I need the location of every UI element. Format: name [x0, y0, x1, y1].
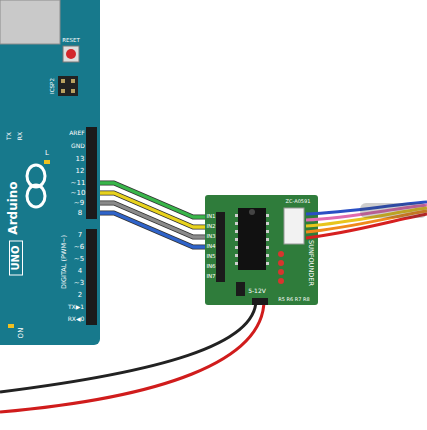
board-model: UNO	[9, 241, 23, 276]
label: L	[45, 150, 49, 157]
pin-number: 12	[76, 168, 85, 175]
jumper-wire	[100, 213, 205, 247]
pin	[71, 89, 75, 93]
pin-number: 2	[78, 292, 82, 299]
pin-number: TX▶1	[68, 304, 84, 310]
pin-number: ~6	[74, 244, 84, 251]
cable-sheath	[360, 203, 427, 218]
arduino-board: ArduinoUNO	[0, 0, 100, 345]
label: ON	[18, 328, 25, 339]
label: RX	[17, 132, 23, 140]
led	[278, 269, 284, 275]
pin-number: 8	[78, 210, 82, 217]
arduino-logo	[27, 165, 45, 207]
wire	[100, 213, 205, 247]
black-wire	[0, 300, 256, 392]
motor-connector	[284, 208, 304, 244]
pin	[61, 89, 65, 93]
brand-name: SUNFOUNDER	[308, 240, 315, 286]
voltage-label: 5-12V	[248, 288, 266, 294]
pin-name: IN1	[206, 214, 215, 220]
pin-number: ~10	[71, 190, 86, 197]
pin-name: IN3	[206, 234, 215, 240]
board-name: Arduino	[7, 181, 19, 234]
pin-number: 7	[78, 232, 82, 239]
led	[44, 160, 50, 164]
chip-notch	[249, 209, 255, 215]
pin-number: ~3	[74, 280, 84, 287]
input-header	[216, 212, 225, 282]
label: ICSP2	[50, 78, 56, 94]
pin-name: IN6	[206, 264, 215, 270]
led	[278, 251, 284, 257]
pin	[61, 79, 65, 83]
pin-name: IN2	[206, 224, 215, 230]
label: RESET	[62, 38, 80, 44]
usb-jack	[0, 0, 60, 44]
jumper	[236, 282, 245, 296]
pin-number: ~5	[74, 256, 84, 263]
pin-name: IN4	[206, 244, 215, 250]
part-number: ZC-A0591	[286, 199, 311, 204]
pin-number: 4	[78, 268, 82, 275]
pin-name: AREF	[69, 130, 85, 136]
uln2003-chip	[238, 208, 266, 270]
part-label: R5 R6 R7 R8	[278, 297, 309, 302]
led	[278, 260, 284, 266]
reset-button	[66, 49, 76, 59]
reset-button-base	[63, 46, 79, 62]
logo-loop	[27, 185, 45, 207]
wire-outline	[100, 213, 205, 247]
red-wire	[0, 300, 264, 412]
power-header	[252, 298, 268, 305]
chip-pins	[235, 214, 269, 265]
pin-name: IN7	[206, 274, 215, 280]
pin-name: IN5	[206, 254, 215, 260]
pin-name: GND	[71, 143, 85, 149]
led	[278, 278, 284, 284]
pin-number: 13	[76, 156, 85, 163]
header-label: DIGITAL (PWM~)	[61, 235, 68, 289]
icsp-pins	[61, 79, 75, 93]
icsp-header	[58, 76, 78, 96]
pin-number: ~11	[71, 180, 86, 187]
status-leds	[278, 251, 284, 284]
led	[8, 324, 14, 328]
pin-header	[86, 229, 97, 325]
label: TX	[6, 132, 12, 140]
pin-number: RX◀0	[68, 316, 85, 322]
pin-header	[86, 127, 97, 219]
pin-number: ~9	[74, 200, 84, 207]
pin	[71, 79, 75, 83]
